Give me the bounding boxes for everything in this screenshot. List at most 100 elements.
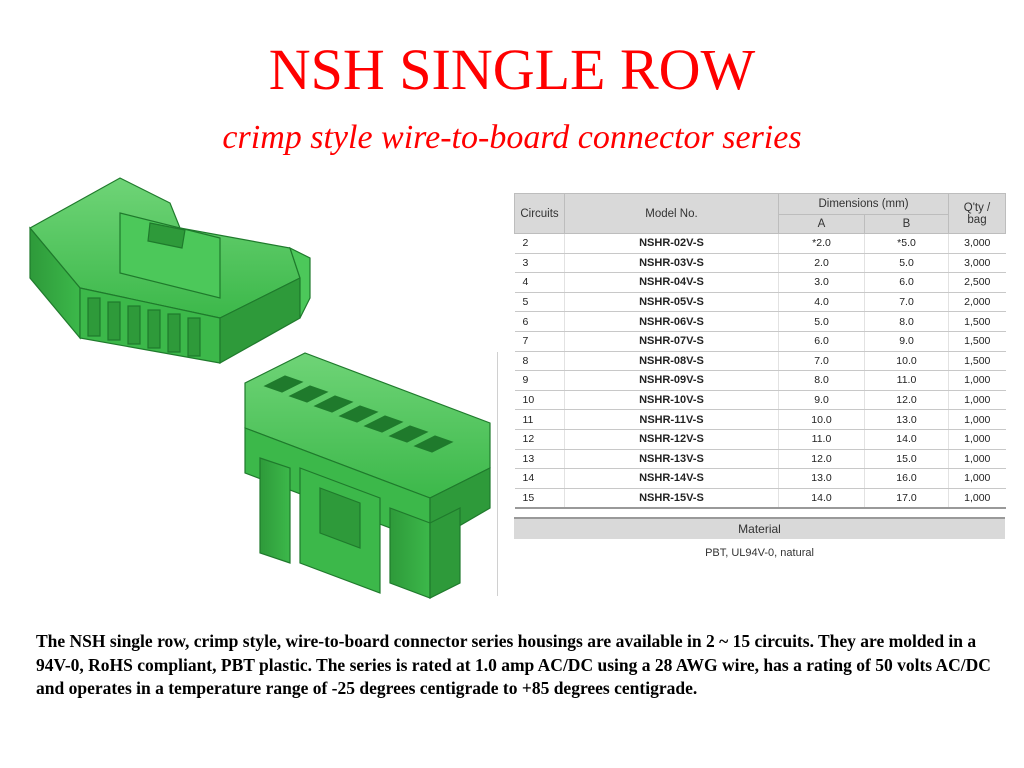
cell-dim-b: *5.0 xyxy=(864,233,949,254)
cell-model: NSHR-13V-S xyxy=(564,449,779,470)
cell-qty: 1,000 xyxy=(948,429,1006,450)
cell-dim-b: 14.0 xyxy=(864,429,949,450)
cell-dim-a: 9.0 xyxy=(778,390,865,411)
description-text: The NSH single row, crimp style, wire-to… xyxy=(36,631,991,698)
header-dimensions: Dimensions (mm) xyxy=(778,193,949,215)
cell-dim-b: 16.0 xyxy=(864,468,949,489)
cell-dim-a: 2.0 xyxy=(778,253,865,274)
cell-model: NSHR-03V-S xyxy=(564,253,779,274)
cell-qty: 1,000 xyxy=(948,409,1006,430)
cell-dim-a: 7.0 xyxy=(778,351,865,372)
connector-bottom-view xyxy=(244,352,491,599)
cell-dim-a: 4.0 xyxy=(778,292,865,313)
cell-circuits: 13 xyxy=(514,449,565,470)
cell-model: NSHR-08V-S xyxy=(564,351,779,372)
cell-dim-a: 13.0 xyxy=(778,468,865,489)
cell-dim-a: 12.0 xyxy=(778,449,865,470)
header-qty-line2: bag xyxy=(967,213,987,226)
cell-dim-a: 10.0 xyxy=(778,409,865,430)
cell-qty: 3,000 xyxy=(948,253,1006,274)
cell-dim-a: 5.0 xyxy=(778,311,865,332)
cell-circuits: 7 xyxy=(514,331,565,352)
cell-dim-a: 8.0 xyxy=(778,370,865,391)
cell-model: NSHR-14V-S xyxy=(564,468,779,489)
cell-circuits: 8 xyxy=(514,351,565,372)
page-title: NSH SINGLE ROW xyxy=(268,37,756,102)
cell-dim-b: 15.0 xyxy=(864,449,949,470)
cell-model: NSHR-06V-S xyxy=(564,311,779,332)
header-model: Model No. xyxy=(564,193,779,234)
cell-qty: 1,000 xyxy=(948,390,1006,411)
header-qty-line1: Q'ty / xyxy=(963,201,991,214)
green-connector-housing-icon xyxy=(29,177,491,599)
material-header: Material xyxy=(514,517,1005,540)
cell-qty: 1,500 xyxy=(948,351,1006,372)
cell-qty: 1,500 xyxy=(948,331,1006,352)
cell-qty: 1,500 xyxy=(948,311,1006,332)
cell-circuits: 4 xyxy=(514,272,565,293)
cell-circuits: 2 xyxy=(514,233,565,254)
cell-model: NSHR-02V-S xyxy=(564,233,779,254)
cell-circuits: 9 xyxy=(514,370,565,391)
cell-dim-a: 11.0 xyxy=(778,429,865,450)
cell-dim-b: 9.0 xyxy=(864,331,949,352)
header-circuits: Circuits xyxy=(514,193,565,234)
cell-circuits: 15 xyxy=(514,488,565,510)
cell-qty: 1,000 xyxy=(948,468,1006,489)
cell-dim-b: 6.0 xyxy=(864,272,949,293)
cell-dim-b: 17.0 xyxy=(864,488,949,510)
cell-qty: 1,000 xyxy=(948,488,1006,510)
cell-model: NSHR-15V-S xyxy=(564,488,779,510)
cell-dim-a: 3.0 xyxy=(778,272,865,293)
cell-dim-b: 8.0 xyxy=(864,311,949,332)
page-subtitle: crimp style wire-to-board connector seri… xyxy=(222,119,802,156)
divider xyxy=(497,352,498,596)
spec-table: Circuits Model No. Dimensions (mm) Q'ty … xyxy=(514,193,1006,510)
cell-circuits: 10 xyxy=(514,390,565,411)
cell-dim-b: 11.0 xyxy=(864,370,949,391)
header-qty: Q'ty / bag xyxy=(948,193,1006,234)
cell-dim-b: 12.0 xyxy=(864,390,949,411)
cell-qty: 2,500 xyxy=(948,272,1006,293)
cell-model: NSHR-12V-S xyxy=(564,429,779,450)
cell-circuits: 6 xyxy=(514,311,565,332)
cell-dim-a: 14.0 xyxy=(778,488,865,510)
material-value: PBT, UL94V-0, natural xyxy=(705,547,814,560)
cell-model: NSHR-09V-S xyxy=(564,370,779,391)
cell-dim-b: 10.0 xyxy=(864,351,949,372)
cell-qty: 2,000 xyxy=(948,292,1006,313)
cell-dim-a: 6.0 xyxy=(778,331,865,352)
cell-circuits: 11 xyxy=(514,409,565,430)
cell-qty: 1,000 xyxy=(948,370,1006,391)
header-dim-a: A xyxy=(778,214,865,234)
cell-qty: 3,000 xyxy=(948,233,1006,254)
cell-dim-a: *2.0 xyxy=(778,233,865,254)
connector-top-view xyxy=(29,177,311,365)
cell-circuits: 3 xyxy=(514,253,565,274)
header-dim-b: B xyxy=(864,214,949,234)
cell-circuits: 12 xyxy=(514,429,565,450)
spec-table-panel: Circuits Model No. Dimensions (mm) Q'ty … xyxy=(514,193,1006,560)
cell-model: NSHR-05V-S xyxy=(564,292,779,313)
cell-dim-b: 13.0 xyxy=(864,409,949,430)
cell-model: NSHR-04V-S xyxy=(564,272,779,293)
cell-circuits: 5 xyxy=(514,292,565,313)
cell-dim-b: 5.0 xyxy=(864,253,949,274)
cell-circuits: 14 xyxy=(514,468,565,489)
cell-model: NSHR-10V-S xyxy=(564,390,779,411)
cell-model: NSHR-11V-S xyxy=(564,409,779,430)
